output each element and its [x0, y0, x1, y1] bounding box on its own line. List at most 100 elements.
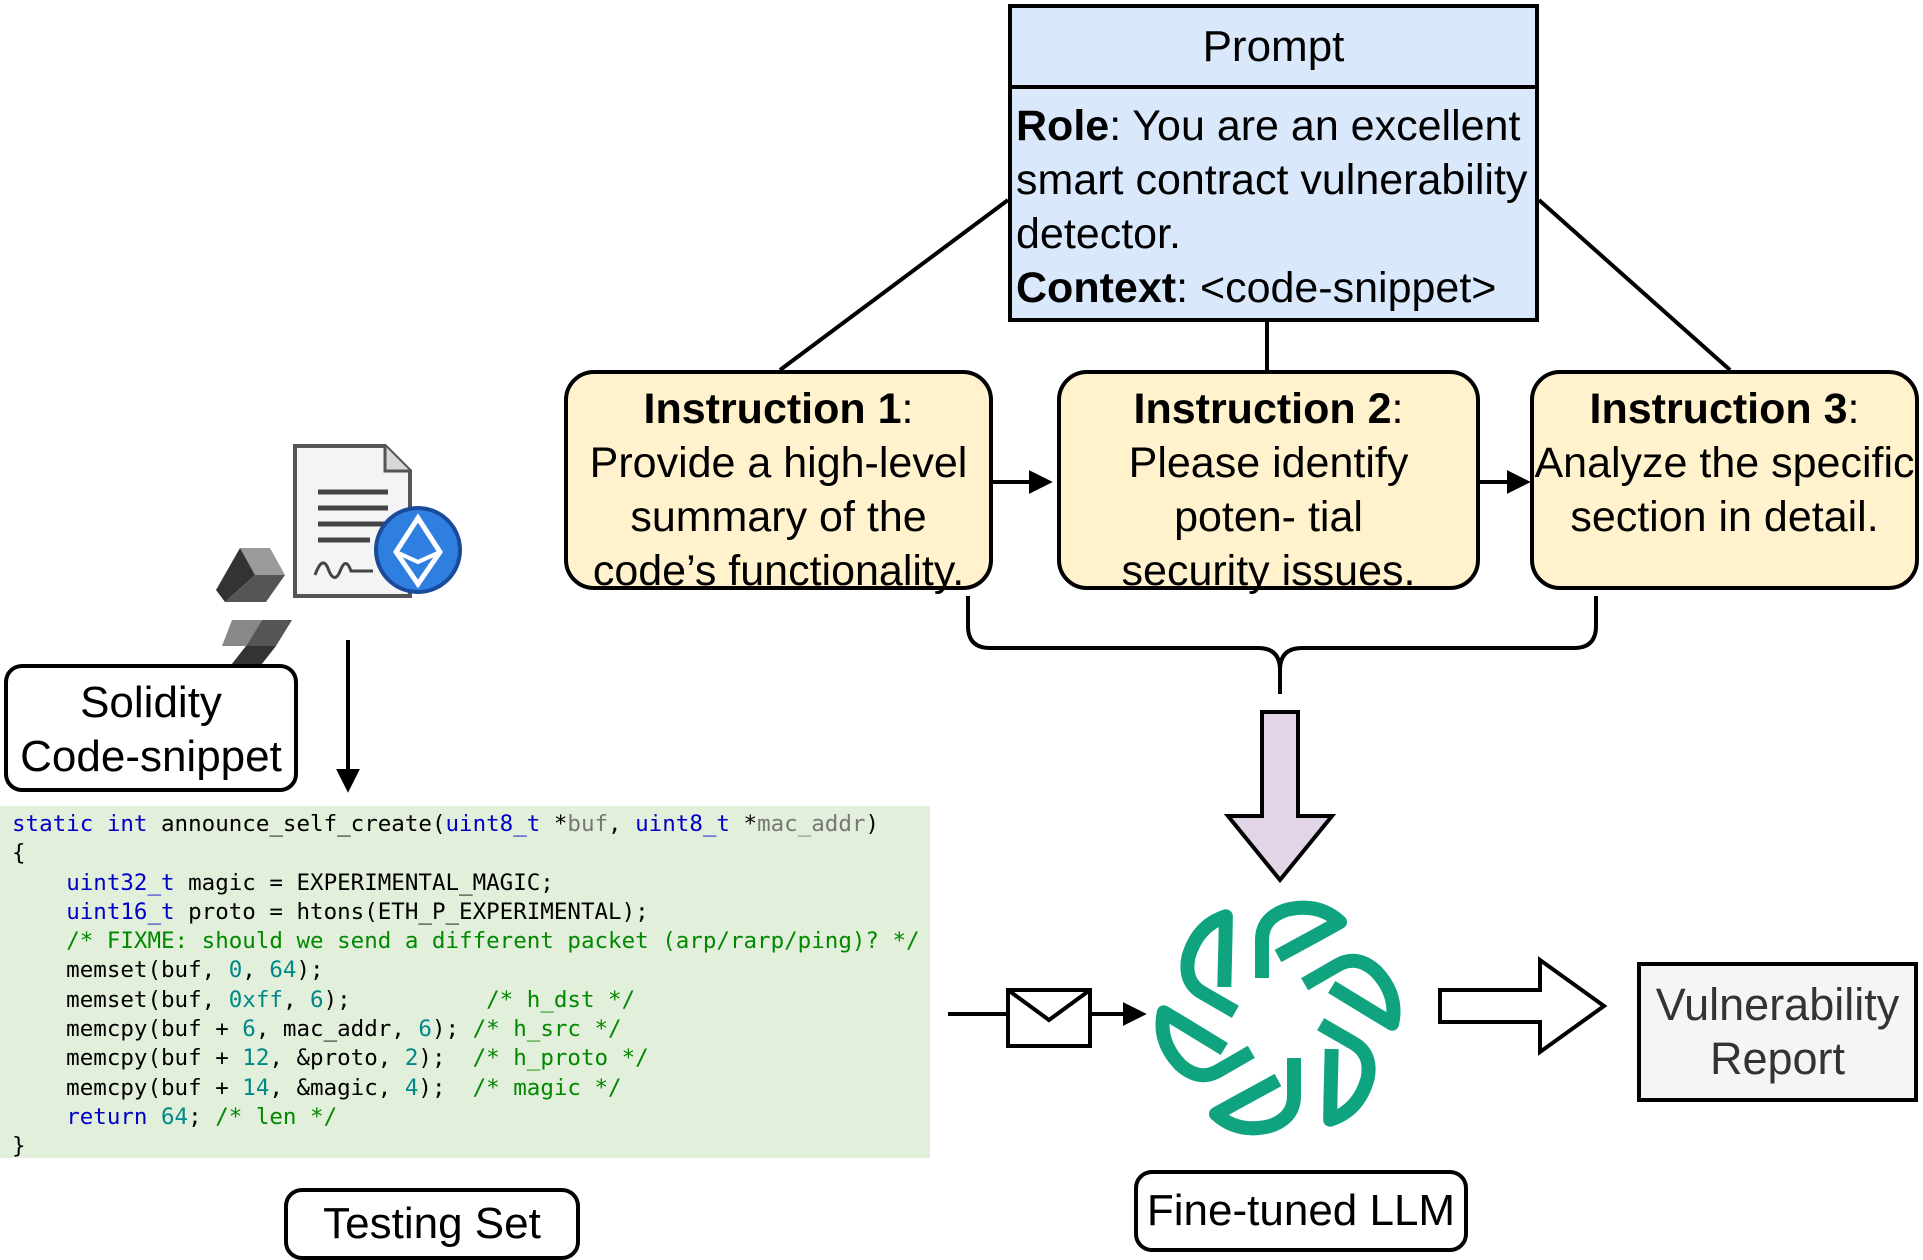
code-token: memset(buf, [12, 986, 229, 1013]
instruction-1-label: Instruction 1 [643, 385, 902, 433]
code-token: uint32_t [66, 869, 175, 896]
code-token: 0 [228, 957, 243, 984]
code-token: static int [12, 811, 148, 837]
instruction-3-colon: : [1847, 385, 1860, 433]
role-label: Role [1016, 102, 1110, 150]
prompt-body: Role: You are an excellent smart contrac… [1012, 89, 1535, 315]
code-line: uint16_t proto = htons(ETH_P_EXPERIMENTA… [12, 898, 930, 927]
report-box: Vulnerability Report [1637, 962, 1918, 1102]
code-token: /* magic */ [472, 1074, 622, 1101]
code-token [12, 870, 66, 896]
instruction-3-box: Instruction 3: Analyze the specific sect… [1530, 370, 1919, 590]
code-token: buf [567, 811, 609, 837]
role-text: : You are an excellent smart contract vu… [1016, 102, 1528, 258]
code-token: uint16_t [66, 898, 175, 925]
code-token: * [729, 811, 758, 837]
code-line: { [12, 839, 930, 868]
code-token: 6 [418, 1016, 432, 1043]
code-line: memcpy(buf + 6, mac_addr, 6); /* h_src *… [12, 1015, 930, 1044]
code-token: 2 [404, 1045, 419, 1072]
code-line: memcpy(buf + 12, &proto, 2); /* h_proto … [12, 1044, 930, 1073]
instruction-1-box: Instruction 1: Provide a high-level summ… [564, 370, 993, 595]
code-token: , [282, 986, 311, 1013]
code-token: proto = htons(ETH_P_EXPERIMENTAL); [174, 898, 649, 925]
code-token [12, 1104, 66, 1130]
code-token: * [540, 811, 568, 837]
code-token: , &magic, [269, 1074, 405, 1101]
code-token: ); [323, 986, 487, 1013]
code-token: 0xff [228, 986, 283, 1013]
code-line: return 64; /* len */ [12, 1103, 930, 1132]
code-token: 4 [404, 1074, 419, 1101]
instruction-1-text: Provide a high-level summary of the code… [589, 439, 968, 595]
code-token: mac_addr [757, 811, 866, 837]
prompt-to-instruction-1-line [778, 198, 1010, 372]
instruction-group-brace [966, 596, 1598, 694]
code-token: ); [418, 1045, 473, 1072]
solidity-label: Solidity Code-snippet [20, 678, 282, 781]
code-token [147, 1104, 161, 1130]
llm-label: Fine-tuned LLM [1146, 1186, 1456, 1235]
prompt-title: Prompt [1012, 8, 1535, 89]
code-line: memset(buf, 0, 64); [12, 956, 930, 985]
code-token: /* h_proto */ [472, 1045, 649, 1072]
code-token: { [12, 840, 26, 867]
code-token: } [12, 1133, 26, 1160]
code-token [12, 928, 66, 954]
code-token: ); [296, 957, 324, 984]
code-token: 6 [310, 986, 324, 1013]
instruction-2-box: Instruction 2: Please identify poten- ti… [1057, 370, 1480, 595]
code-line: uint32_t magic = EXPERIMENTAL_MAGIC; [12, 869, 930, 898]
solidity-logo-icon [216, 548, 292, 674]
code-token: , [608, 811, 636, 837]
testing-set-label: Testing Set [323, 1199, 541, 1248]
code-token: /* h_dst */ [486, 986, 636, 1013]
instruction-1-colon: : [901, 385, 914, 433]
code-token: memset(buf, [12, 957, 229, 984]
code-line: } [12, 1132, 930, 1161]
smart-contract-document-icon [293, 444, 462, 598]
instruction-3-label: Instruction 3 [1589, 385, 1848, 433]
code-line: static int announce_self_create(uint8_t … [12, 810, 930, 839]
envelope-icon [1006, 988, 1092, 1048]
prompt-to-instruction-3-line [1537, 198, 1732, 372]
context-text: : <code-snippet> [1176, 264, 1497, 312]
code-line: memcpy(buf + 14, &magic, 4); /* magic */ [12, 1074, 930, 1103]
instruction-3-text: Analyze the specific section in detail. [1534, 439, 1915, 541]
code-token: /* len */ [215, 1103, 338, 1130]
code-token: ; [188, 1103, 216, 1130]
code-token: 14 [242, 1074, 270, 1101]
code-token: , mac_addr, [255, 1016, 419, 1043]
solidity-label-box: Solidity Code-snippet [4, 664, 298, 792]
code-token: 64 [269, 957, 297, 984]
code-token: uint8_t [635, 811, 730, 837]
big-down-arrow [1223, 710, 1337, 884]
llm-logo-icon [1155, 900, 1401, 1136]
code-token: memcpy(buf + [12, 1045, 243, 1072]
code-line: /* FIXME: should we send a different pac… [12, 927, 930, 956]
code-token: memcpy(buf + [12, 1016, 243, 1043]
llm-to-report-arrow [1438, 956, 1608, 1056]
code-token: /* FIXME: should we send a different pac… [66, 928, 920, 955]
code-token [12, 899, 66, 925]
instruction-2-label: Instruction 2 [1133, 385, 1392, 433]
code-token: magic = EXPERIMENTAL_MAGIC; [174, 869, 554, 896]
testing-set-label-box: Testing Set [284, 1188, 580, 1260]
code-token: 12 [242, 1045, 270, 1072]
code-token: uint8_t [445, 811, 541, 837]
code-token: ); [431, 1016, 473, 1043]
code-token: /* h_src */ [472, 1016, 622, 1043]
instruction-2-text: Please identify poten- tial security iss… [1121, 439, 1416, 595]
context-label: Context [1016, 264, 1177, 312]
code-token: return [66, 1103, 148, 1130]
code-token: ); [418, 1074, 473, 1101]
code-token: announce_self_create( [147, 811, 446, 837]
report-label: Vulnerability Report [1655, 979, 1900, 1084]
code-token: ) [865, 811, 879, 837]
code-token: , [242, 957, 270, 984]
code-line: memset(buf, 0xff, 6); /* h_dst */ [12, 986, 930, 1015]
code-token: , &proto, [269, 1045, 405, 1072]
code-token: 6 [242, 1016, 256, 1043]
